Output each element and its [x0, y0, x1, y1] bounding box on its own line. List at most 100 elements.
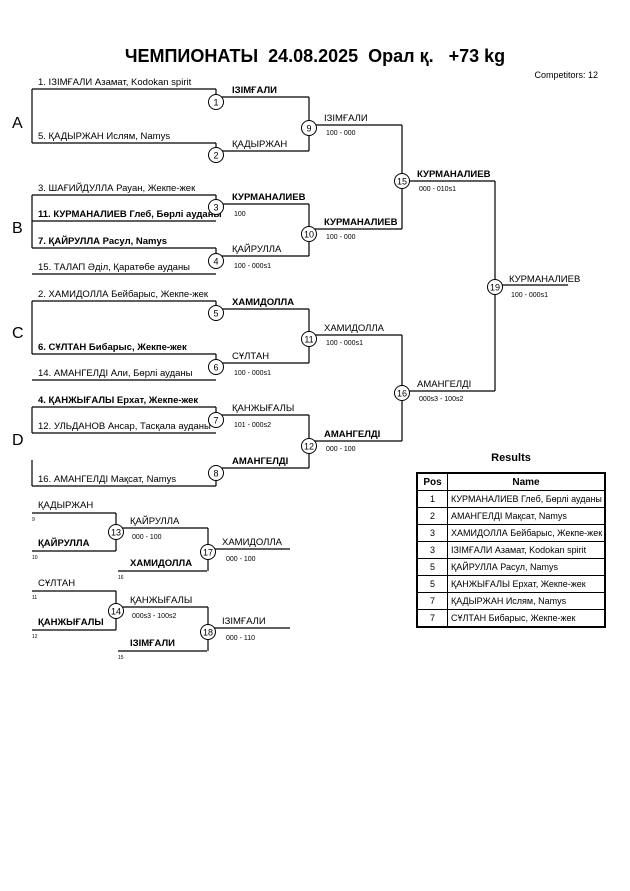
match-number-circle: [208, 412, 224, 428]
match-score: 000s3 - 100s2: [419, 396, 463, 403]
match-number: 12: [304, 442, 314, 452]
match-number: 19: [490, 283, 500, 293]
match-winner: АМАНГЕЛДІ: [417, 379, 471, 390]
match-score: 100 - 000: [326, 234, 356, 241]
entry-label: 6. СҰЛТАН Бибарыс, Жекпе-жек: [38, 342, 187, 353]
result-pos: 7: [416, 609, 448, 628]
match-score: 000 - 010s1: [419, 186, 456, 193]
repechage-name: ҚАЙРУЛЛА: [38, 537, 90, 549]
competitors-count: Competitors: 12: [534, 70, 598, 80]
pool-letter-c: C: [12, 325, 24, 342]
repechage-name: ҚАДЫРЖАН: [38, 500, 93, 511]
repechage-winner: ҚАНЖЫҒАЛЫ: [130, 595, 192, 606]
result-name: ҚАДЫРЖАН Ислям, Namys: [447, 592, 606, 610]
repechage-name: ІЗІМҒАЛИ: [130, 638, 175, 649]
match-number: 10: [304, 230, 314, 240]
repechage-seed: 10: [32, 555, 38, 561]
match-winner: КУРМАНАЛИЕВ: [417, 169, 491, 180]
entry-label: 12. УЛЬДАНОВ Ансар, Тасқала ауданы: [38, 421, 211, 432]
repechage-seed: 12: [32, 634, 38, 640]
match-number: 6: [213, 363, 218, 373]
match-number: 5: [213, 309, 218, 319]
entry-label: 2. ХАМИДОЛЛА Бейбарыс, Жекпе-жек: [38, 289, 209, 300]
match-score: 100 - 000s1: [326, 340, 363, 347]
match-number: 9: [306, 124, 311, 134]
match-number-circle: [208, 199, 224, 215]
match-score: 100 - 000s1: [511, 292, 548, 299]
match-score: 000 - 100: [326, 446, 356, 453]
repechage-score: 000 - 110: [226, 635, 255, 642]
result-pos: 1: [416, 490, 448, 508]
match-number: 7: [213, 416, 218, 426]
match-number-circle: [208, 147, 224, 163]
entry-label: 11. КУРМАНАЛИЕВ Глеб, Бөрлі ауданы: [38, 209, 222, 220]
match-winner: ІЗІМҒАЛИ: [324, 113, 368, 124]
repechage-seed: 15: [118, 655, 124, 661]
match-winner: КУРМАНАЛИЕВ: [324, 217, 398, 228]
match-number: 4: [213, 257, 218, 267]
result-name: ІЗІМҒАЛИ Азамат, Kodokan spirit: [447, 541, 606, 559]
match-number-circle: [487, 279, 503, 295]
match-score: 101 - 000s2: [234, 422, 271, 429]
match-number: 8: [213, 469, 218, 479]
result-pos: 5: [416, 558, 448, 576]
match-winner: ХАМИДОЛЛА: [232, 297, 294, 308]
match-number: 15: [397, 177, 407, 187]
page-title: ЧЕМПИОНАТЫ 24.08.2025 Орал қ. +73 kg: [124, 46, 506, 66]
match-number-circle: [301, 226, 317, 242]
repechage-score: 000 - 100: [226, 556, 256, 563]
match-number-circle: [208, 465, 224, 481]
result-pos: 3: [416, 524, 448, 542]
result-name: КУРМАНАЛИЕВ Глеб, Бөрлі ауданы: [447, 490, 606, 508]
result-name: ХАМИДОЛЛА Бейбарыс, Жекпе-жек: [447, 524, 606, 542]
results-header-row: Pos Name: [416, 472, 606, 491]
results-title: Results: [491, 452, 531, 464]
result-pos: 3: [416, 541, 448, 559]
pool-letter-d: D: [12, 432, 24, 449]
match-winner: АМАНГЕЛДІ: [324, 429, 380, 440]
match-number-circle: [301, 120, 317, 136]
match-winner: КУРМАНАЛИЕВ: [232, 192, 306, 203]
match-number-circle: [208, 253, 224, 269]
entry-label: 1. ІЗІМҒАЛИ Азамат, Kodokan spirit: [38, 77, 192, 88]
match-number-circle: [394, 385, 410, 401]
repechage-match-number: 14: [111, 607, 121, 617]
match-number: 11: [304, 335, 313, 345]
match-winner: ҚАЙРУЛЛА: [232, 243, 282, 255]
entry-label: 16. АМАНГЕЛДІ Мақсат, Namys: [38, 474, 176, 485]
final-winner: КУРМАНАЛИЕВ: [509, 274, 580, 285]
repechage-match-number-circle: [108, 603, 124, 619]
match-number: 3: [213, 203, 218, 213]
match-number-circle: [208, 94, 224, 110]
result-name: СҰЛТАН Бибарыс, Жекпе-жек: [447, 609, 606, 628]
results-header-name: Name: [447, 472, 606, 491]
results-header-pos: Pos: [416, 472, 448, 491]
repechage-match-number: 13: [111, 528, 121, 538]
repechage-score: 000 - 100: [132, 534, 162, 541]
result-pos: 7: [416, 592, 448, 610]
repechage-score: 000s3 - 100s2: [132, 613, 176, 620]
match-winner: ХАМИДОЛЛА: [324, 323, 385, 334]
result-name: АМАНГЕЛДІ Мақсат, Namys: [447, 507, 606, 525]
entry-label: 14. АМАНГЕЛДІ Али, Бөрлі ауданы: [38, 368, 193, 379]
match-number: 16: [397, 389, 407, 399]
result-name: ҚАЙРУЛЛА Расул, Namys: [447, 558, 606, 576]
repechage-winner: ХАМИДОЛЛА: [222, 537, 283, 548]
result-name: ҚАНЖЫҒАЛЫ Ерхат, Жекпе-жек: [447, 575, 606, 593]
entry-label: 7. ҚАЙРУЛЛА Расул, Namys: [38, 235, 167, 247]
repechage-name: ХАМИДОЛЛА: [130, 558, 192, 569]
repechage-match-number: 17: [203, 548, 213, 558]
repechage-seed: 11: [32, 595, 37, 601]
result-pos: 2: [416, 507, 448, 525]
repechage-name: ҚАНЖЫҒАЛЫ: [38, 617, 104, 628]
match-winner: ҚАНЖЫҒАЛЫ: [232, 403, 294, 414]
match-number: 2: [213, 151, 218, 161]
repechage-seed: 16: [118, 575, 124, 581]
